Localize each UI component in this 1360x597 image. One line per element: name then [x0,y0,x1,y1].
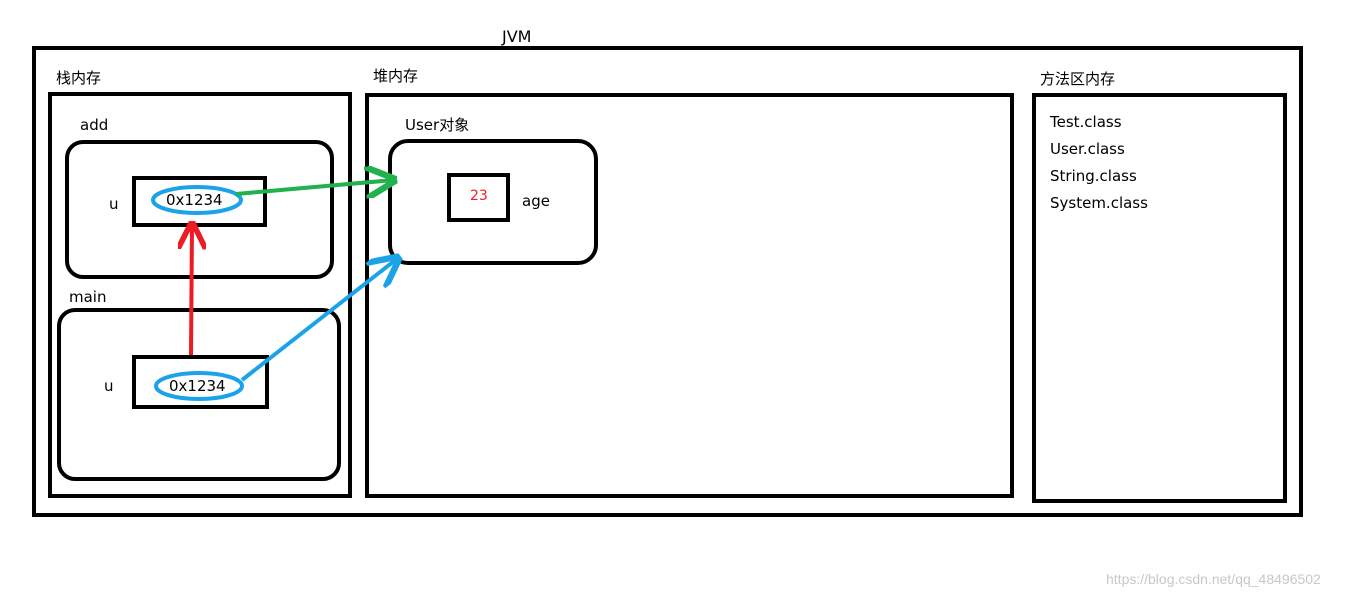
method-area-title: 方法区内存 [1040,70,1115,88]
frame-main-address-ellipse [154,371,244,401]
age-value: 23 [470,188,488,204]
user-object-title: User对象 [405,116,469,134]
class-item-user: User.class [1050,140,1125,158]
frame-main-var-name: u [104,377,114,395]
red-arrow-main-to-add [191,224,192,356]
green-arrow-add-to-object [235,180,394,194]
frame-add-box [65,140,334,279]
heap-memory-box [365,93,1014,498]
frame-main-title: main [69,288,106,306]
blue-arrow-main-to-object [240,258,398,382]
frame-add-var-value: 0x1234 [166,191,223,209]
age-field-name: age [522,192,550,210]
class-item-system: System.class [1050,194,1148,212]
frame-add-var-name: u [109,195,119,213]
jvm-title: JVM [501,27,531,46]
jvm-box [32,46,1303,517]
frame-add-address-ellipse [151,185,243,215]
class-item-string: String.class [1050,167,1137,185]
method-area-box [1032,93,1287,503]
age-value-box [447,173,510,222]
frame-main-var-value: 0x1234 [169,377,226,395]
user-object-box [388,139,598,265]
watermark: https://blog.csdn.net/qq_48496502 [1106,571,1321,587]
frame-add-title: add [80,116,108,134]
stack-title: 栈内存 [56,69,101,87]
heap-title: 堆内存 [373,67,418,85]
frame-main-var-box [132,355,269,409]
frame-main-box [57,308,341,481]
class-item-test: Test.class [1049,113,1122,131]
